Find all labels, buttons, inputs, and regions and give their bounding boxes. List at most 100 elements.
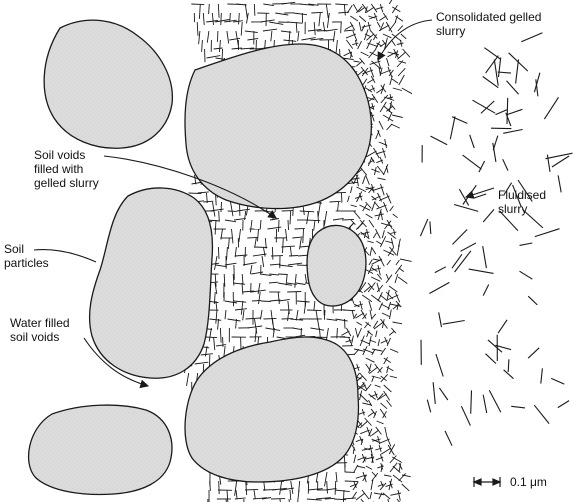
- gel-strand: [369, 220, 374, 227]
- gel-strand: [390, 376, 397, 378]
- fluid-dash: [463, 155, 482, 169]
- gel-strand: [399, 473, 406, 481]
- gel-strand: [221, 13, 222, 25]
- gel-strand: [314, 220, 315, 231]
- gel-strand: [363, 176, 366, 184]
- gel-strand: [353, 4, 357, 11]
- gel-strand: [254, 4, 255, 16]
- fluid-dash: [498, 320, 507, 333]
- soil-particle: [307, 225, 366, 306]
- gel-strand: [324, 211, 326, 226]
- gel-strand: [400, 259, 412, 261]
- gel-strand: [318, 202, 320, 217]
- fluid-dash: [431, 136, 448, 145]
- gel-strand: [383, 148, 386, 158]
- gel-strand: [214, 48, 223, 49]
- gel-strand: [388, 67, 392, 77]
- fluid-dash: [493, 136, 498, 151]
- gel-strand: [379, 439, 389, 443]
- gel-strand: [382, 230, 384, 238]
- fluid-dash: [541, 368, 543, 383]
- gel-strand: [239, 229, 241, 242]
- gel-strand: [231, 202, 234, 216]
- gel-strand: [234, 301, 246, 302]
- gel-strand: [375, 202, 380, 208]
- gel-strand: [234, 218, 246, 220]
- gel-strand: [379, 303, 383, 310]
- gel-strand: [225, 263, 237, 265]
- gel-strand: [221, 202, 222, 212]
- gel-strand: [255, 328, 256, 342]
- fluid-dash: [547, 155, 550, 172]
- gel-strand: [390, 206, 394, 211]
- gel-strand: [290, 211, 291, 224]
- gel-strand: [392, 79, 398, 83]
- gel-strand: [228, 238, 229, 249]
- fluid-dash: [483, 209, 494, 222]
- soil-particle: [90, 188, 213, 378]
- gel-strand: [385, 139, 387, 148]
- soil-particles-label: Soil particles: [4, 242, 49, 270]
- gel-strand: [201, 354, 213, 355]
- fluid-dash: [483, 77, 499, 88]
- fluid-dash: [479, 161, 485, 172]
- gel-strand: [314, 22, 315, 35]
- gel-strand: [402, 484, 410, 491]
- fluid-dash: [461, 406, 470, 425]
- gel-strand: [214, 337, 215, 350]
- gel-strand: [360, 373, 367, 381]
- gel-strand: [290, 490, 291, 500]
- gel-strand: [279, 220, 280, 232]
- gel-strand: [205, 337, 218, 338]
- gel-strand: [209, 328, 211, 342]
- gel-strand: [310, 328, 324, 330]
- gel-strand: [260, 220, 261, 229]
- gel-strand: [326, 29, 338, 31]
- gel-strand: [389, 22, 396, 32]
- gel-strand: [378, 367, 383, 373]
- gel-strand: [387, 400, 392, 407]
- gel-strand: [296, 22, 297, 33]
- fluidised-slurry-dashes: [420, 33, 572, 446]
- gel-strand: [295, 228, 305, 229]
- fluid-dash: [499, 57, 501, 77]
- gel-strand: [203, 13, 204, 25]
- fluid-dash: [430, 221, 431, 234]
- gel-strand: [290, 247, 291, 257]
- gel-strand: [270, 264, 280, 265]
- gel-strand: [336, 40, 337, 53]
- gel-strand: [392, 457, 402, 463]
- gel-strand: [345, 25, 353, 30]
- gel-strand: [347, 5, 352, 13]
- gel-strand: [263, 247, 265, 257]
- fluid-dash: [558, 175, 561, 192]
- gel-strand: [378, 339, 379, 346]
- gel-strand: [296, 310, 298, 320]
- gel-strand: [358, 41, 362, 49]
- gel-strand: [262, 256, 264, 267]
- gel-strand: [255, 238, 257, 248]
- gel-strand: [387, 338, 390, 346]
- gel-strand: [350, 16, 358, 21]
- gel-strand: [396, 260, 400, 265]
- gel-strand: [252, 300, 261, 301]
- gel-strand: [288, 310, 290, 321]
- gel-strand: [283, 238, 284, 253]
- fluid-dash: [484, 48, 500, 60]
- gel-strand: [246, 318, 261, 319]
- gel-strand: [353, 482, 358, 490]
- gel-strand: [270, 219, 279, 221]
- gel-strand: [377, 466, 384, 468]
- consolidated-arrow: [378, 20, 432, 60]
- gel-strand: [245, 31, 258, 33]
- gel-strand: [197, 22, 198, 36]
- gel-strand: [387, 436, 391, 446]
- gel-strand: [269, 282, 278, 283]
- gel-strand: [376, 241, 381, 244]
- gel-strand: [239, 13, 240, 24]
- gel-strand: [390, 76, 393, 85]
- gel-strand: [265, 328, 280, 330]
- gel-strand: [376, 42, 380, 50]
- gel-strand: [383, 34, 392, 38]
